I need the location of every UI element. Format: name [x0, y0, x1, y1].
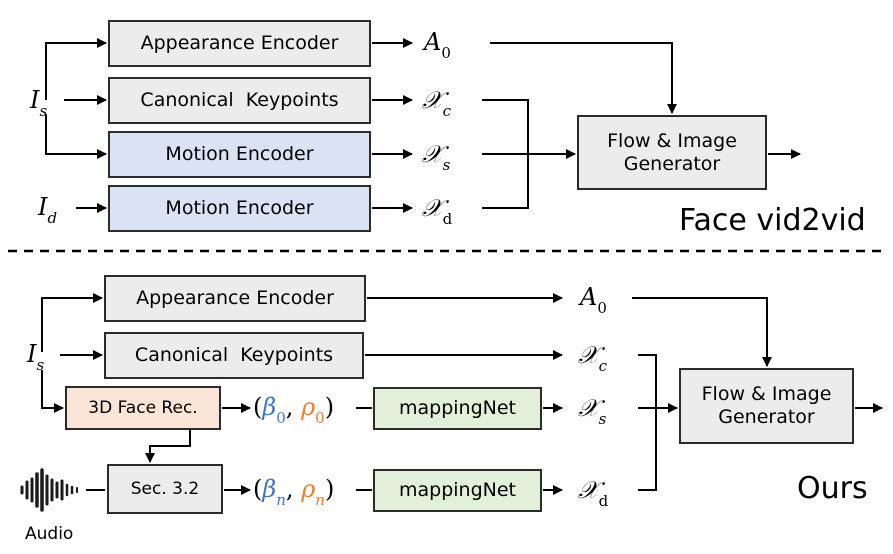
top-generator-label-line2: Generator	[623, 152, 721, 175]
bottom-coeff-tuple-n: (βn, ρn)	[253, 475, 335, 509]
line-xcb-collect	[638, 354, 657, 491]
bottom-sec-box: Sec. 3.2	[107, 464, 223, 514]
top-motion-encoder-label-2: Motion Encoder	[165, 197, 314, 220]
bottom-canonical-keypoints-label: Canonical Keypoints	[134, 344, 334, 367]
arrow-is2-to-appearance	[41, 293, 103, 352]
top-motion-encoder-label-1: Motion Encoder	[165, 143, 314, 166]
arrow-a0-to-generator	[490, 42, 677, 114]
top-motion-encoder-box-1: Motion Encoder	[108, 131, 371, 178]
top-section-title: Face vid2vid	[679, 203, 866, 238]
bottom-appearance-encoder-label: Appearance Encoder	[136, 287, 334, 310]
bottom-section-title: Ours	[797, 471, 868, 506]
top-output-xs: 𝒳s	[422, 140, 451, 174]
audio-waveform-icon	[20, 468, 78, 512]
bottom-face-rec-label: 3D Face Rec.	[88, 397, 198, 418]
top-canonical-keypoints-label: Canonical Keypoints	[140, 89, 339, 112]
bottom-output-xc: 𝒳c	[578, 341, 608, 375]
bottom-output-xs: 𝒳s	[578, 394, 607, 428]
arrow-facerec-to-sec	[145, 430, 191, 463]
bottom-output-a0: A0	[580, 283, 607, 317]
top-appearance-encoder-label: Appearance Encoder	[140, 32, 339, 55]
bottom-sec-label: Sec. 3.2	[130, 478, 200, 499]
top-input-driving: Id	[38, 193, 58, 227]
bottom-generator-label-line1: Flow & Image	[701, 383, 832, 406]
arrow-is2-to-facerec	[41, 370, 64, 413]
bottom-canonical-keypoints-box: Canonical Keypoints	[104, 332, 364, 379]
top-generator-box: Flow & Image Generator	[577, 115, 767, 190]
bottom-output-xd: 𝒳d	[578, 476, 609, 510]
bottom-generator-label-line2: Generator	[718, 406, 815, 428]
bottom-coeff-tuple-0: (β0, ρ0)	[253, 393, 335, 427]
bottom-generator-box: Flow & Image Generator	[679, 368, 854, 444]
top-input-source: Is	[30, 86, 48, 120]
top-output-xc: 𝒳c	[422, 86, 452, 120]
top-output-xd: 𝒳d	[422, 194, 453, 228]
top-generator-label-line1: Flow & Image	[607, 129, 737, 152]
top-motion-encoder-box-2: Motion Encoder	[108, 185, 371, 232]
bottom-appearance-encoder-box: Appearance Encoder	[104, 275, 366, 322]
top-canonical-keypoints-box: Canonical Keypoints	[108, 77, 371, 124]
bottom-mapping-net-box-2: mappingNet	[373, 469, 542, 512]
bottom-mapping-net-box-1: mappingNet	[373, 387, 542, 430]
arrow-is-to-motion	[45, 114, 107, 159]
bottom-mapping-net-label-2: mappingNet	[398, 479, 516, 502]
top-appearance-encoder-box: Appearance Encoder	[108, 20, 371, 67]
bottom-face-rec-box: 3D Face Rec.	[65, 386, 221, 430]
bottom-input-source: Is	[27, 340, 45, 374]
arrow-is-to-appearance	[45, 38, 107, 100]
arrow-a0b-to-generator	[632, 297, 772, 367]
audio-label: Audio	[25, 524, 74, 544]
top-output-a0: A0	[424, 28, 451, 62]
bottom-mapping-net-label-1: mappingNet	[398, 397, 516, 420]
